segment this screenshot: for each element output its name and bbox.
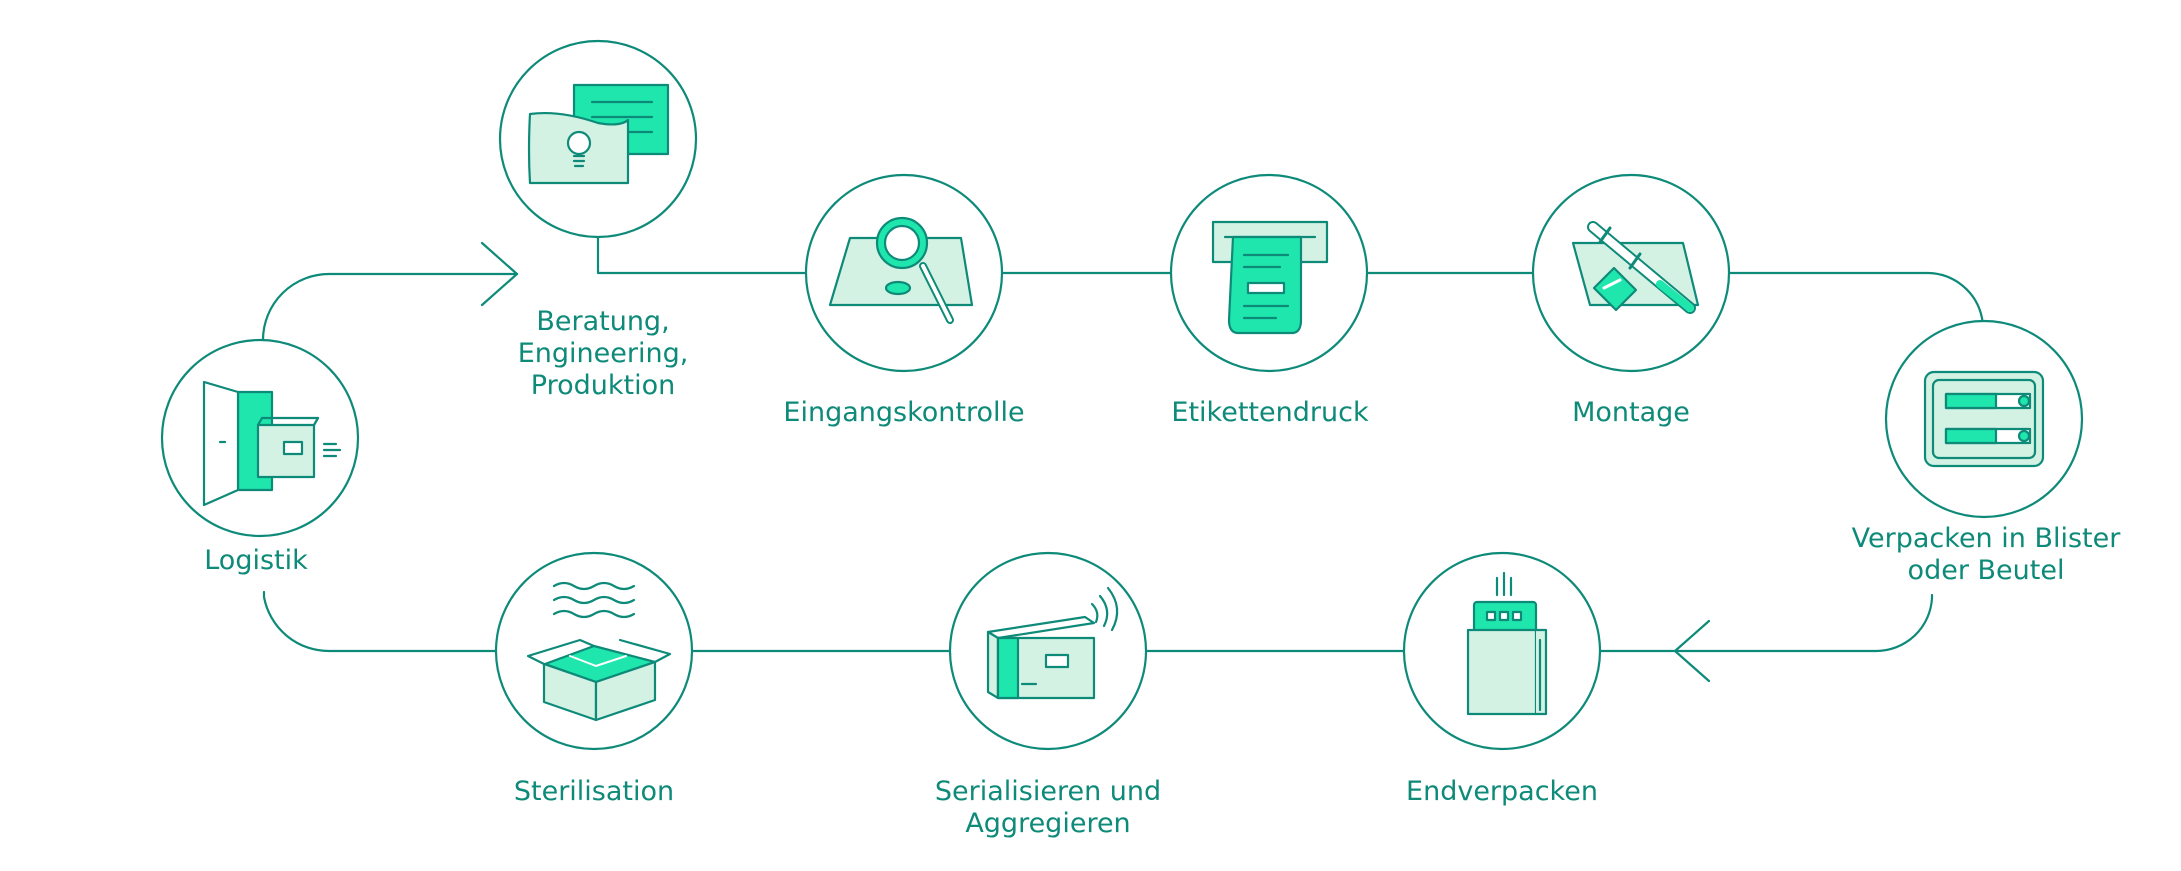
- label-etikettendruck: Etikettendruck: [1171, 397, 1369, 428]
- connector-top: [596, 236, 1986, 334]
- open-box-steam-icon: [526, 581, 672, 722]
- magnifier-on-document-icon: [828, 216, 974, 324]
- chat-bubbles-lightbulb-icon: [527, 83, 670, 185]
- box-with-signal-icon: [986, 586, 1119, 700]
- label-beratung: Beratung, Engineering, Produktion: [517, 306, 689, 401]
- node-circles: [160, 39, 2084, 751]
- label-logistik: Logistik: [204, 545, 308, 576]
- label-endverpacken: Endverpacken: [1406, 776, 1598, 807]
- door-with-box-icon: [202, 380, 342, 507]
- connector-left-loop: [261, 272, 519, 342]
- label-sterilisation: Sterilisation: [513, 776, 675, 807]
- arrow-head-left: [1673, 619, 1711, 683]
- blister-pack-icon: [1923, 370, 2045, 468]
- label-printer-icon: [1211, 220, 1329, 335]
- label-verpacken-blister: Verpacken in Blister oder Beutel: [1851, 523, 2121, 586]
- arrow-head-right: [480, 241, 519, 307]
- label-serialisieren: Serialisieren und Aggregieren: [934, 776, 1162, 839]
- syringe-assembly-icon: [1571, 221, 1700, 314]
- label-montage: Montage: [1572, 397, 1690, 428]
- paper-bag-icon: [1466, 571, 1548, 716]
- label-eingangskontrolle: Eingangskontrolle: [783, 397, 1025, 428]
